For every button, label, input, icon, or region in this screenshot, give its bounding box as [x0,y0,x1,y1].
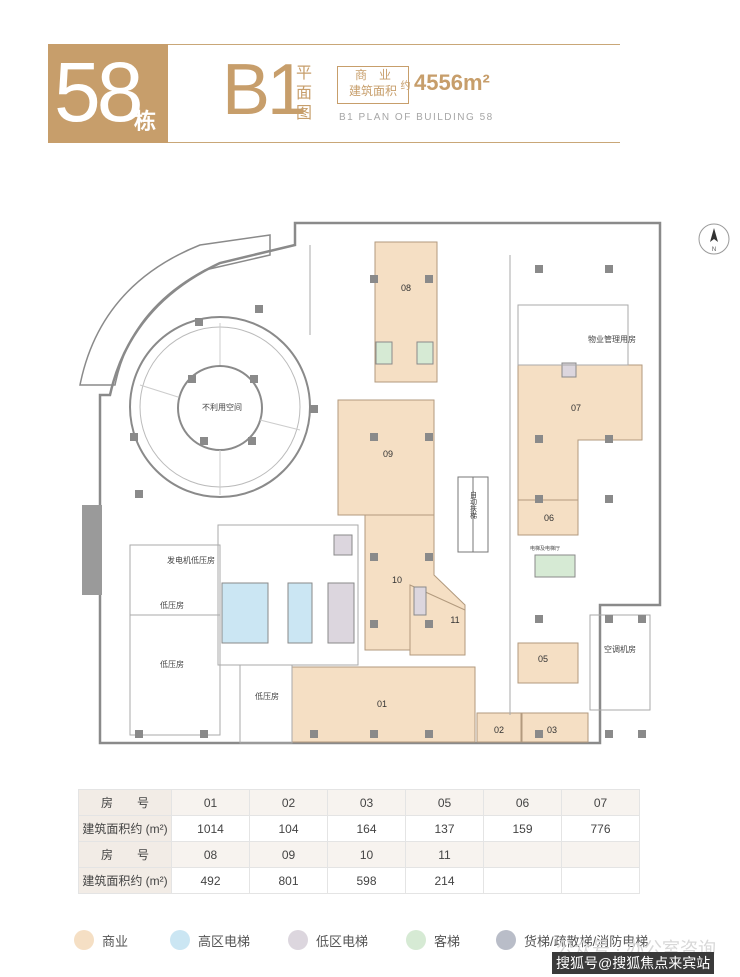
table-cell: 801 [249,867,328,894]
table-cell: 10 [327,841,406,868]
legend-label: 客梯 [434,933,461,949]
unit-label-01: 01 [377,699,387,709]
unit-label-08: 08 [401,283,411,293]
legend-swatch [170,930,190,950]
unit-label-10: 10 [392,575,402,585]
table-cell: 164 [327,815,406,842]
label-property-mgmt: 物业管理用房 [588,334,636,344]
legend-item-commercial: 商业 [74,929,128,951]
ramp-wall [79,234,271,386]
floor-code: B1 [222,50,307,130]
unit-07 [517,364,643,501]
table-cell: 214 [405,867,484,894]
table-cell: 104 [249,815,328,842]
legend-item-high-elevator: 高区电梯 [170,929,250,951]
floor-title: 平面图 [296,65,313,122]
legend-swatch [406,930,426,950]
label-low-voltage-3: 低压房 [255,691,279,701]
unit-label-05: 05 [538,654,548,664]
label-escalator: 自动扶梯 [470,490,478,520]
table-cell [483,841,562,868]
table-cell: 1014 [171,815,250,842]
label-ac-room: 空调机房 [604,644,636,654]
unit-06 [517,499,579,536]
table-cell: 05 [405,789,484,816]
legend-item-passenger-elevator: 客梯 [406,929,460,951]
building-number: 58 [54,45,143,139]
label-generator-room: 发电机低压房 [167,555,215,565]
unit-label-03: 03 [547,725,557,735]
area-value: 4556m² [414,70,490,95]
north-label: N [712,247,716,253]
legend-label: 商业 [102,933,129,949]
table-cell [561,867,640,894]
table-cell [483,867,562,894]
legend-swatch [74,930,94,950]
label-elevator-hall: 电梯及电梯厅 [530,545,560,552]
unit-05 [517,642,579,684]
area-label-line2: 建筑面积 [348,84,397,98]
area-table: 房 号 01 02 03 05 06 07 建筑面积约 (m²) 1014 10… [78,789,640,894]
unit-02 [476,712,522,743]
legend-swatch [288,930,308,950]
area-label-line1: 商 业 [354,68,391,82]
header-top-rule [48,44,620,45]
table-cell: 03 [327,789,406,816]
elevator-core-low [327,362,577,644]
unit-01 [291,666,476,743]
legend-label: 低区电梯 [316,933,369,949]
table-row: 房 号 01 02 03 05 06 07 [78,789,640,816]
legend-item-freight-elevator: 货梯/疏散梯/消防电梯 [496,929,648,951]
area-label-box [337,66,409,104]
unit-label-09: 09 [383,449,393,459]
table-cell: 159 [483,815,562,842]
escalator [457,476,489,553]
table-row: 建筑面积约 (m²) 1014 104 164 137 159 776 [78,815,640,842]
table-cell: 06 [483,789,562,816]
header-bottom-rule [48,142,620,143]
row-header: 房 号 [78,841,172,868]
unit-label-11: 11 [450,615,459,625]
building-badge [48,44,168,143]
area-approx: 约 [398,80,409,90]
row-header: 建筑面积约 (m²) [78,867,172,894]
legend-label: 货梯/疏散梯/消防电梯 [524,933,649,949]
building-suffix: 栋 [134,109,157,134]
unit-label-06: 06 [544,513,554,523]
table-cell: 01 [171,789,250,816]
label-low-voltage-2: 低压房 [160,659,184,669]
plan-subtitle: B1 PLAN OF BUILDING 58 [339,112,494,123]
north-arrow-icon: N [698,223,730,255]
table-cell: 09 [249,841,328,868]
row-header: 房 号 [78,789,172,816]
row-header: 建筑面积约 (m²) [78,815,172,842]
label-low-voltage-1: 低压房 [160,600,184,610]
legend-swatch [496,930,516,950]
table-cell: 137 [405,815,484,842]
unit-label-02: 02 [494,725,504,735]
legend-label: 高区电梯 [198,933,251,949]
elevator-core-high [221,582,313,644]
table-cell: 598 [327,867,406,894]
label-unused-space: 不利用空间 [202,402,242,412]
watermark-badge: 搜狐号@搜狐焦点来宾站 [552,952,715,974]
floor-plan: 08 09 10 11 01 02 03 05 06 07 不利用空间 发电机低… [79,221,662,745]
table-cell: 02 [249,789,328,816]
table-cell: 492 [171,867,250,894]
table-cell [561,841,640,868]
unit-03 [521,712,589,743]
table-cell: 07 [561,789,640,816]
unit-09 [337,399,435,516]
table-cell: 08 [171,841,250,868]
table-cell: 776 [561,815,640,842]
table-cell: 11 [405,841,484,868]
unit-label-07: 07 [571,403,581,413]
passenger-elevators [375,341,576,578]
table-row: 房 号 08 09 10 11 [78,841,640,868]
table-row: 建筑面积约 (m²) 492 801 598 214 [78,867,640,894]
legend-item-low-elevator: 低区电梯 [288,929,368,951]
area-label: 商 业 建筑面积 [343,67,403,99]
